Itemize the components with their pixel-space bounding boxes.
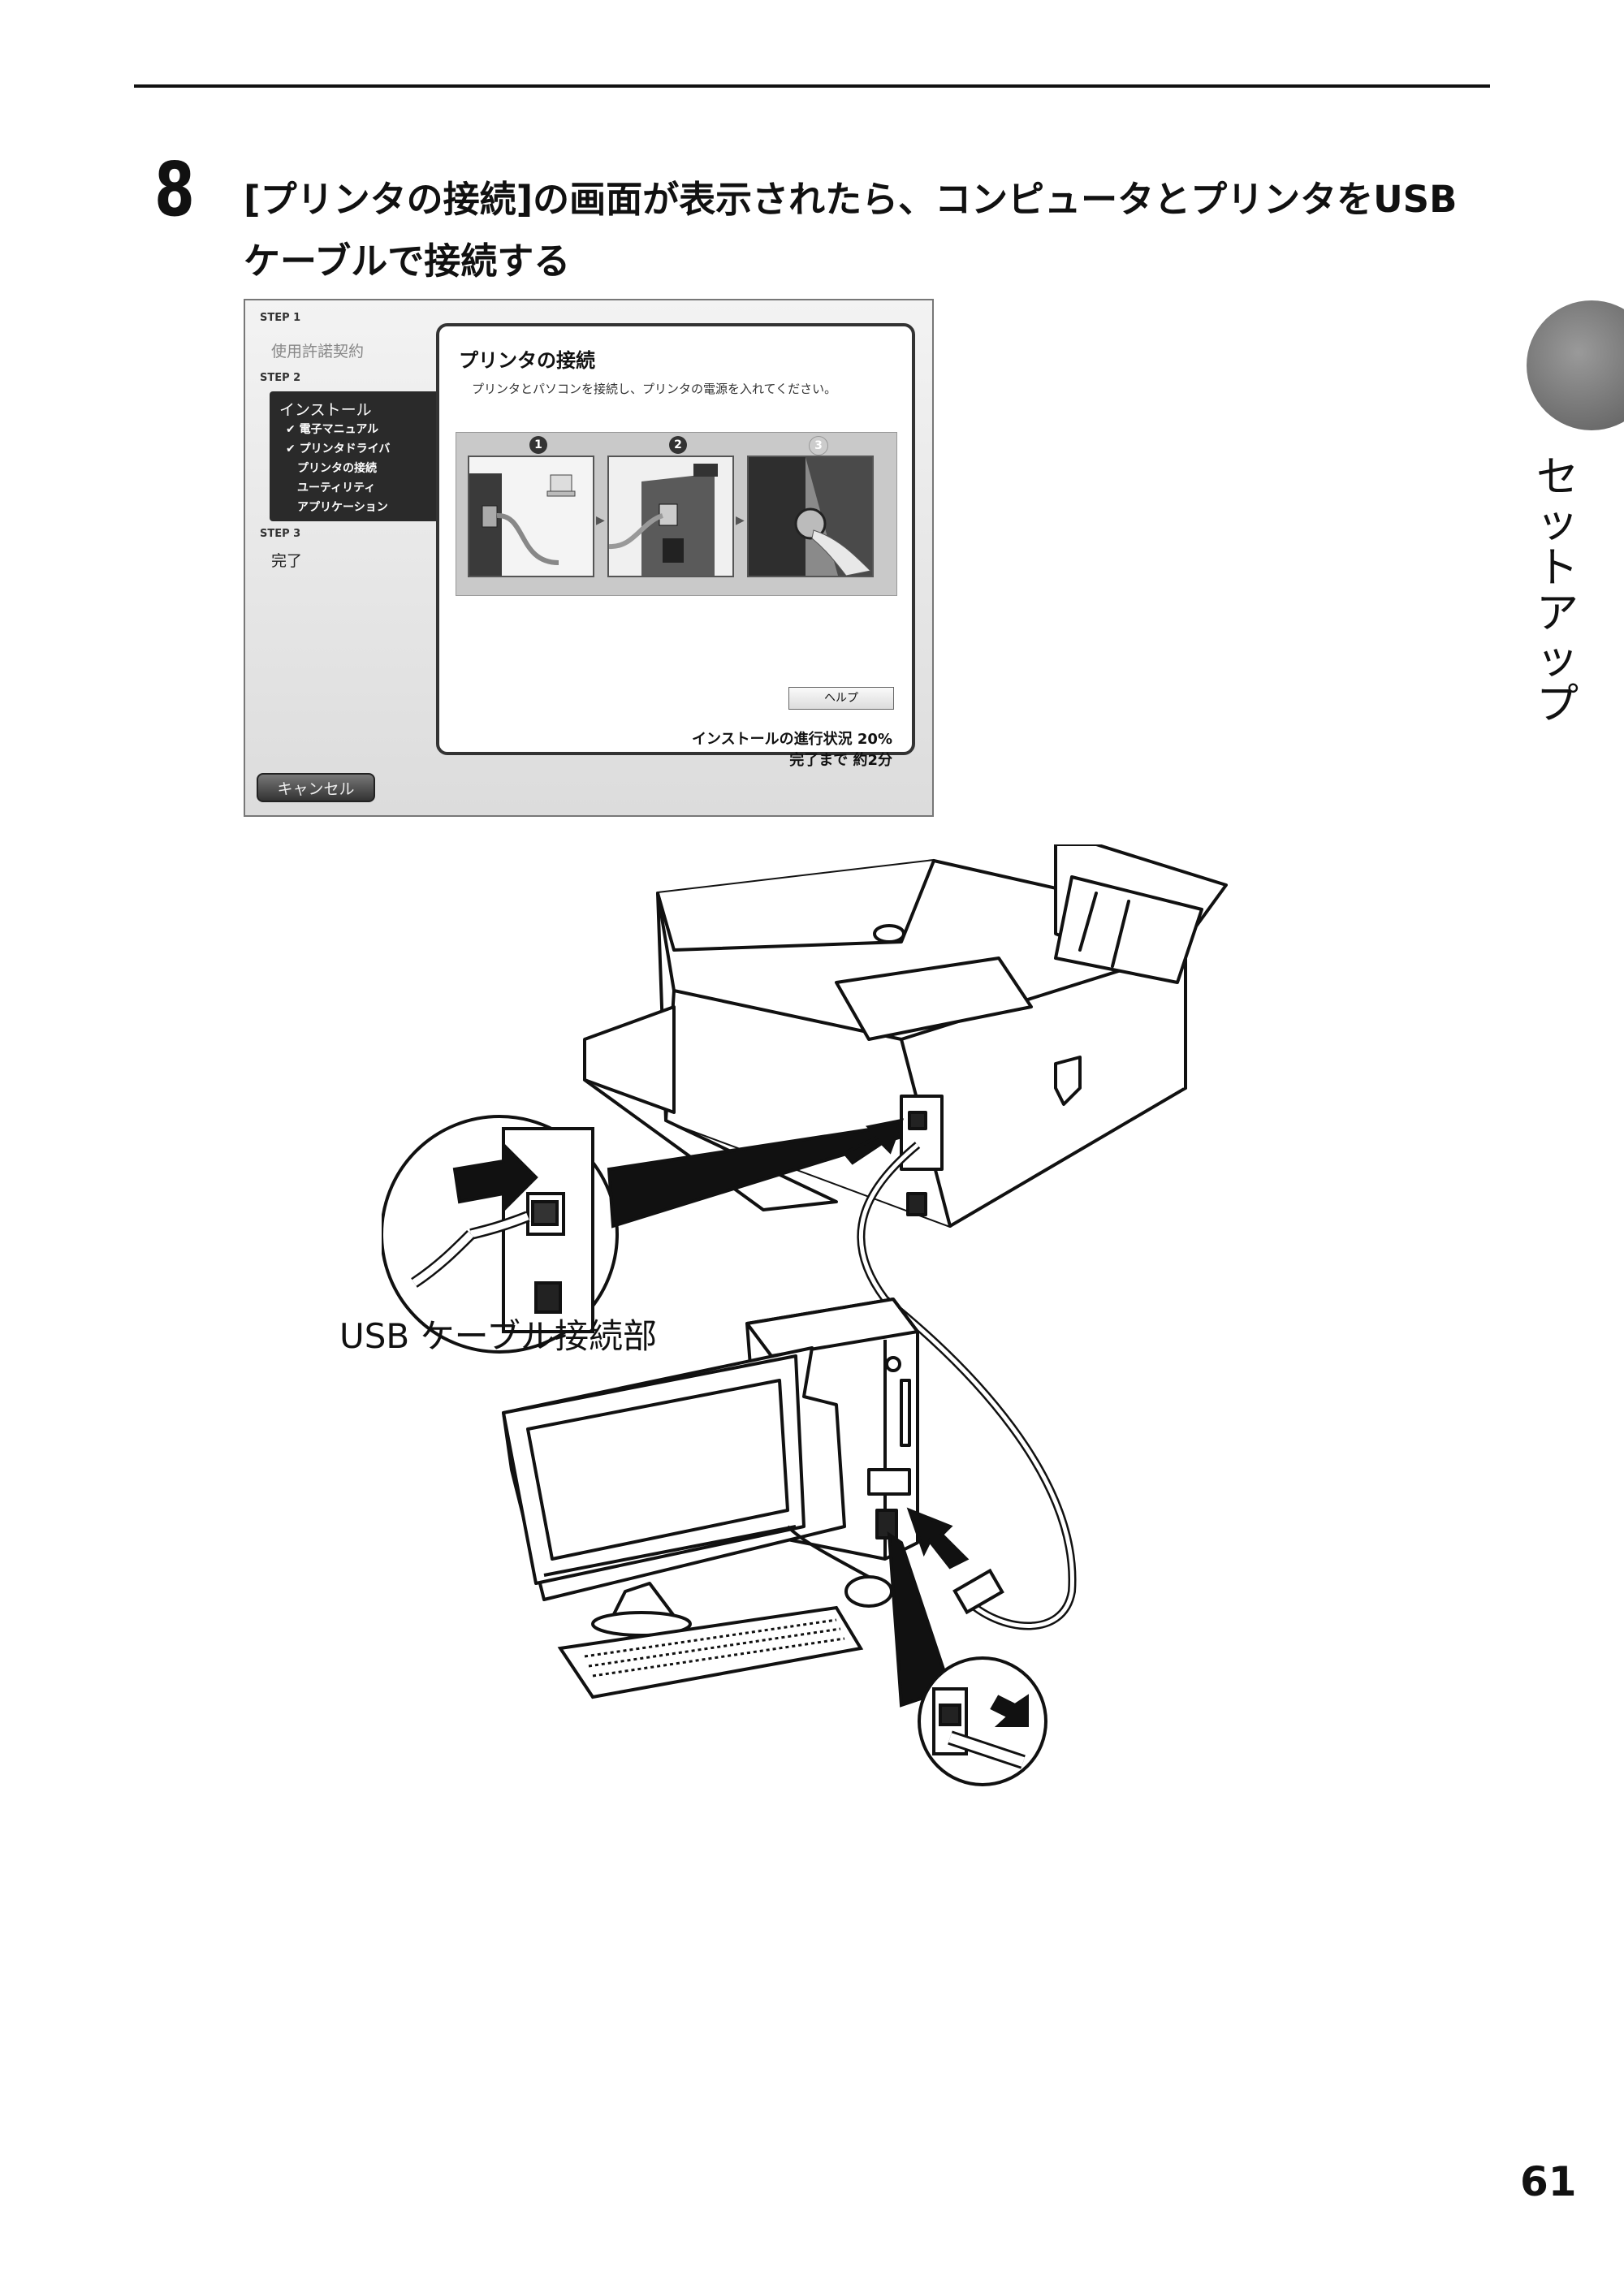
step2-subitem: プリンタの接続 xyxy=(297,462,377,475)
step-title: [プリンタの接続]の画面が表示されたら、コンピュータとプリンタをUSB ケーブル… xyxy=(244,169,1510,292)
time-remaining-text: 完了まで 約2分 xyxy=(789,752,892,769)
help-button[interactable]: ヘルプ xyxy=(788,687,894,710)
side-label-char: ッ xyxy=(1535,499,1579,547)
panel-description: プリンタとパソコンを接続し、プリンタの電源を入れてください。 xyxy=(472,382,837,396)
panel-title: プリンタの接続 xyxy=(459,349,595,372)
step2-active-block: インストール ✔ 電子マニュアル ✔ プリンタドライバ プリンタの接続 ユーティ… xyxy=(270,391,438,521)
step2-current: インストール xyxy=(279,401,372,419)
usb-connection-illustration xyxy=(382,844,1228,1786)
frame-arrow-icon: ▶ xyxy=(736,514,745,527)
step3-item: 完了 xyxy=(271,552,303,570)
frame-connect-pc-image xyxy=(468,456,594,577)
step1-item: 使用許諾契約 xyxy=(271,343,365,361)
installer-screenshot: STEP 1 使用許諾契約 STEP 2 インストール ✔ 電子マニュアル ✔ … xyxy=(244,299,934,817)
side-label-char: プ xyxy=(1535,680,1579,729)
frame-number-1: 1 xyxy=(529,436,547,454)
step3-label: STEP 3 xyxy=(260,528,301,540)
side-label-char: セ xyxy=(1535,453,1579,502)
insert-arrow-icon xyxy=(452,1141,538,1214)
page-number: 61 xyxy=(1520,2158,1577,2205)
chapter-side-label: セ ッ ト ア ッ プ xyxy=(1535,455,1580,728)
frame-number-2: 2 xyxy=(669,436,687,454)
install-progress-text: インストールの進行状況 20% xyxy=(692,731,892,748)
frame-power-on-image xyxy=(747,456,874,577)
top-rule xyxy=(134,84,1490,88)
step-number: 8 xyxy=(154,146,195,233)
side-label-char: ッ xyxy=(1535,635,1579,684)
usb-port-callout-label: USB ケーブル接続部 xyxy=(339,1316,658,1356)
pc-insert-arrow-icon xyxy=(906,1507,970,1570)
cancel-button[interactable]: キャンセル xyxy=(257,773,375,802)
keyboard xyxy=(557,1605,864,1699)
connection-steps-strip: 1 2 3 ▶ xyxy=(456,432,897,596)
installer-step-sidebar: STEP 1 使用許諾契約 STEP 2 インストール ✔ 電子マニュアル ✔ … xyxy=(245,300,440,815)
step2-subitem: ✔ プリンタドライバ xyxy=(286,443,391,456)
frame-connect-printer-image xyxy=(607,456,734,577)
step1-label: STEP 1 xyxy=(260,312,301,324)
step2-subitem: ユーティリティ xyxy=(297,481,376,494)
step2-subitem: アプリケーション xyxy=(297,501,388,514)
step2-label: STEP 2 xyxy=(260,372,301,384)
step-title-line1: [プリンタの接続]の画面が表示されたら、コンピュータとプリンタをUSB xyxy=(244,178,1458,221)
frame-arrow-icon: ▶ xyxy=(596,514,605,527)
installer-content-panel: プリンタの接続 プリンタとパソコンを接続し、プリンタの電源を入れてください。 1… xyxy=(436,323,915,769)
step2-subitem: ✔ 電子マニュアル xyxy=(286,423,379,436)
side-label-char: ア xyxy=(1535,589,1579,638)
frame-number-3: 3 xyxy=(809,436,828,456)
step-title-line2: ケーブルで接続する xyxy=(244,240,571,283)
mouse xyxy=(844,1575,893,1608)
chapter-tab-marker xyxy=(1527,300,1624,430)
side-label-char: ト xyxy=(1535,544,1579,593)
